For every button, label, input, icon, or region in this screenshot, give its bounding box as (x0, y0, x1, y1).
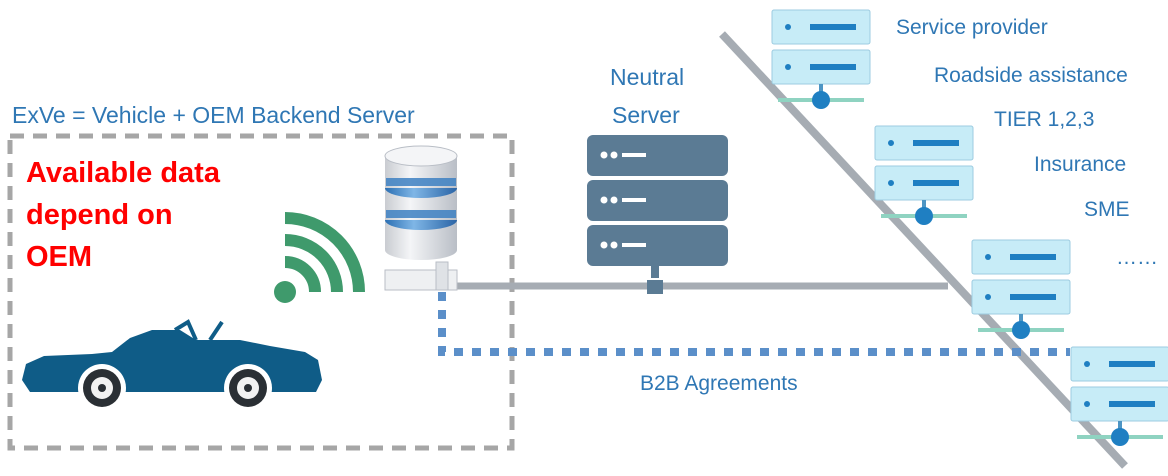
b2b-agreement-path (438, 292, 1070, 356)
party-label-insurance: Insurance (1034, 153, 1127, 176)
party-server-icon (771, 9, 871, 110)
oem-server-icon (384, 145, 458, 291)
availability-note-line-1: Available data (26, 157, 220, 189)
wifi-icon (274, 212, 365, 303)
neutral-server-label-line-2: Server (612, 102, 680, 128)
party-server-icon (1070, 346, 1168, 447)
car-icon (22, 319, 322, 412)
neutral-server-label-line-1: Neutral (610, 64, 685, 90)
party-label-more: …… (1116, 246, 1158, 269)
neutral-server-icon (587, 135, 728, 294)
exve-boundary-box (7, 133, 515, 451)
exve-title: ExVe = Vehicle + OEM Backend Server (12, 102, 415, 128)
b2b-agreements-label: B2B Agreements (640, 372, 798, 395)
diagonal-separator (719, 31, 1128, 469)
availability-note-line-2: depend on (26, 199, 173, 231)
party-label-service-provider: Service provider (896, 16, 1048, 39)
party-label-roadside-assistance: Roadside assistance (934, 64, 1128, 87)
party-label-sme: SME (1084, 198, 1130, 221)
party-label-tier: TIER 1,2,3 (994, 108, 1095, 131)
party-server-icon (971, 239, 1071, 340)
availability-note-line-3: OEM (26, 241, 93, 273)
